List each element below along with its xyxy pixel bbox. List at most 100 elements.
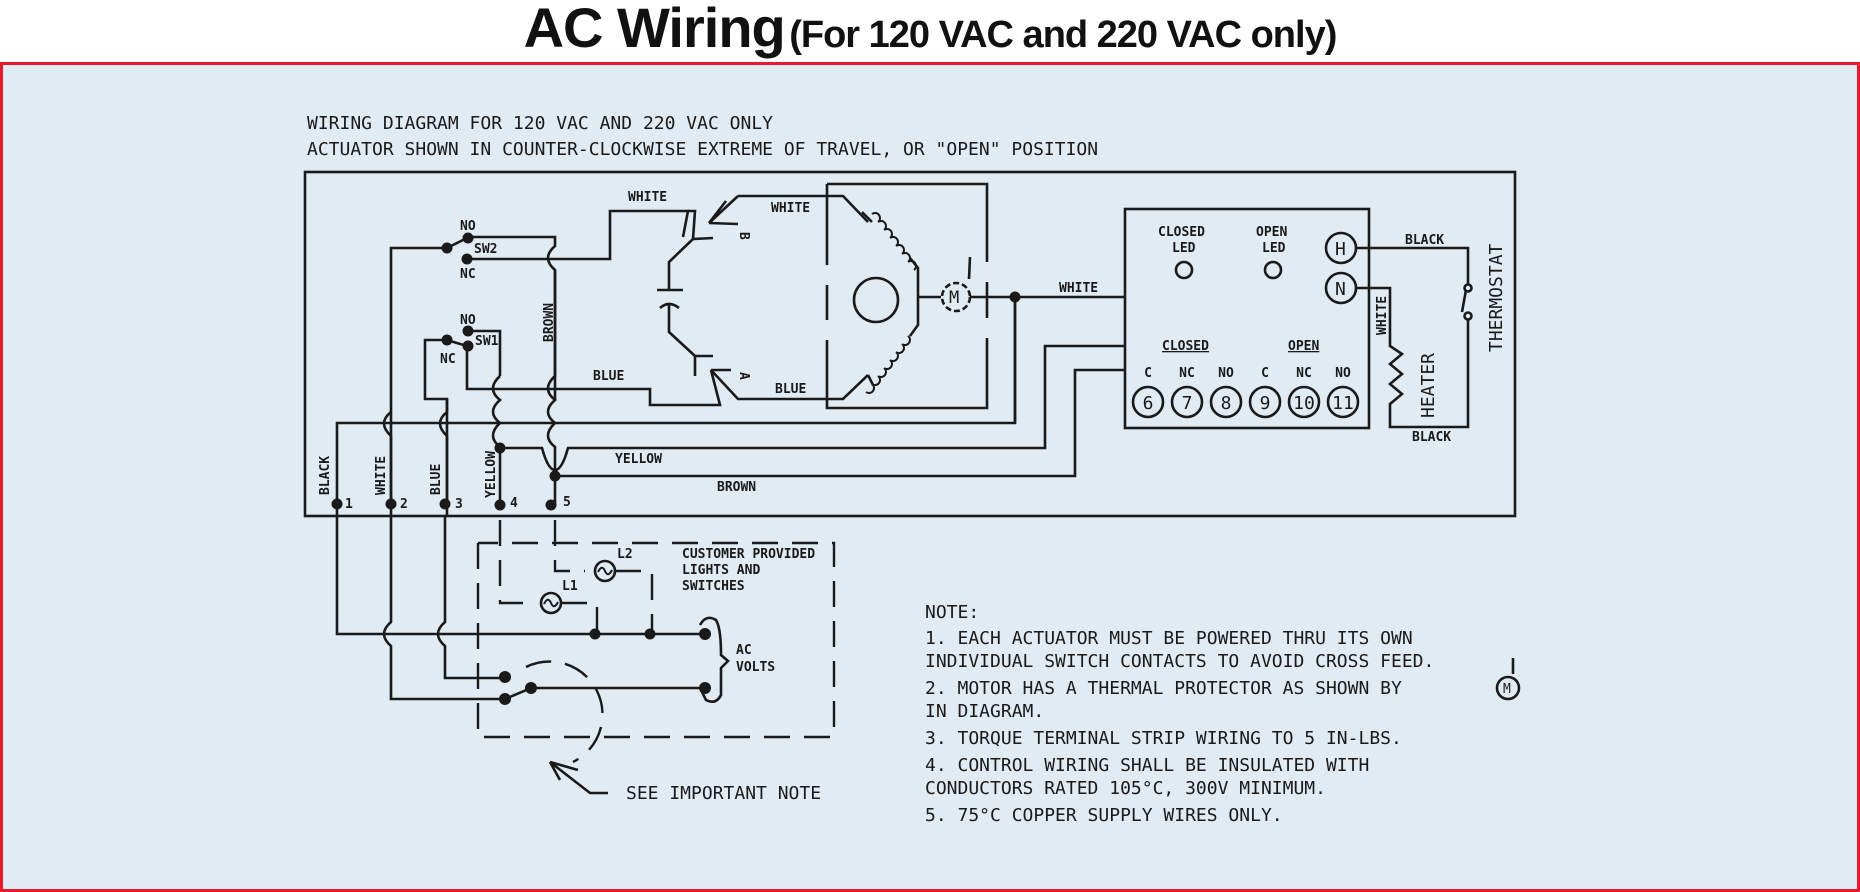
heater-circuit: BLACK BLACK WHITE HEATER THERMOSTAT — [1356, 233, 1507, 445]
contact-terminal-number: 6 — [1143, 393, 1154, 414]
motor: M WHITE — [825, 182, 1125, 423]
motor-rotor — [852, 276, 900, 324]
h-terminal-label: H — [1335, 239, 1346, 260]
motor-winding-upper — [861, 211, 920, 297]
closed-led-label-2: LED — [1172, 241, 1196, 256]
terminal-1-wire: BLACK — [318, 456, 333, 495]
heater-resistor-icon — [1356, 286, 1405, 416]
terminal-2-dot[interactable] — [385, 498, 397, 510]
page-title: AC Wiring (For 120 VAC and 220 VAC only) — [0, 0, 1860, 62]
note-line-8: 5. 75°C COPPER SUPPLY WIRES ONLY. — [925, 805, 1283, 826]
ac-volts-label-2: VOLTS — [736, 660, 775, 675]
note-motor-symbol-icon — [1495, 675, 1521, 701]
terminal-3-wire: BLUE — [429, 464, 444, 495]
thermostat-label: THERMOSTAT — [1486, 243, 1507, 352]
sw2-no-label: NO — [460, 219, 476, 234]
contact-type-label: NC — [1296, 366, 1312, 381]
note-line-6: 4. CONTROL WIRING SHALL BE INSULATED WIT… — [925, 755, 1369, 776]
contact-type-label: C — [1144, 366, 1152, 381]
contact-terminal-icon[interactable] — [1326, 385, 1360, 419]
wire-label-yellow: YELLOW — [615, 452, 662, 467]
light-l1-label: L1 — [562, 579, 578, 594]
light-l2-label: L2 — [617, 547, 633, 562]
contact-terminal-number: 11 — [1332, 393, 1354, 414]
title-subtitle: (For 120 VAC and 220 VAC only) — [789, 14, 1337, 56]
header-line-1: WIRING DIAGRAM FOR 120 VAC AND 220 VAC O… — [307, 113, 773, 134]
terminal-4-number: 4 — [510, 496, 518, 511]
contact-terminal-number: 7 — [1182, 393, 1193, 414]
contact-terminal-number: 10 — [1293, 393, 1315, 414]
contact-terminal-icon[interactable] — [1209, 385, 1243, 419]
sw1-no-label: NO — [460, 313, 476, 328]
closed-group-label: CLOSED — [1162, 339, 1209, 354]
terminal-1-number: 1 — [345, 497, 353, 512]
ac-volts-brace — [698, 616, 730, 703]
note-line-5: 3. TORQUE TERMINAL STRIP WIRING TO 5 IN-… — [925, 728, 1402, 749]
terminal-4-wire: YELLOW — [484, 451, 499, 498]
contact-terminal-icon[interactable] — [1170, 385, 1204, 419]
sw2-name-label: SW2 — [474, 242, 497, 257]
terminal-b-label: B — [736, 232, 751, 240]
contact-terminal-icon[interactable] — [1248, 385, 1282, 419]
closed-led-icon — [1174, 260, 1194, 280]
switch-sw1: NO SW1 NC — [423, 313, 700, 516]
notes-heading: NOTE: — [925, 602, 979, 623]
open-led-label-1: OPEN — [1256, 225, 1287, 240]
terminal-strip: 1 2 3 4 5 BLACK WHITE BLUE YELLOW — [318, 451, 571, 512]
sw1-nc-label: NC — [440, 352, 456, 367]
wire-label-brown-vertical: BROWN — [542, 303, 557, 342]
wire-label-black-heater-bottom: BLACK — [1412, 430, 1451, 445]
motor-symbol-label: M — [949, 288, 959, 308]
ac-volts-label-1: AC — [736, 643, 752, 658]
terminal-3-dot[interactable] — [439, 498, 451, 510]
terminal-1-dot[interactable] — [331, 498, 343, 510]
important-note-circle — [525, 660, 604, 764]
control-board: CLOSED LED OPEN LED H N CLOSED OPEN C 6 NC… — [1123, 207, 1371, 430]
wire-label-blue-left: BLUE — [593, 369, 624, 384]
contact-terminal-number: 8 — [1221, 393, 1232, 414]
terminal-2-wire: WHITE — [374, 456, 389, 495]
notes-block: NOTE: 1. EACH ACTUATOR MUST BE POWERED T… — [925, 602, 1521, 826]
terminal-5-number: 5 — [563, 495, 571, 510]
note-line-7: CONDUCTORS RATED 105°C, 300V MINIMUM. — [925, 778, 1326, 799]
terminal-4-dot[interactable] — [494, 499, 506, 511]
terminal-2-number: 2 — [400, 497, 408, 512]
open-led-icon — [1263, 260, 1283, 280]
contact-type-label: NO — [1335, 366, 1351, 381]
heater-label: HEATER — [1418, 353, 1439, 418]
customer-box — [476, 541, 836, 739]
note-line-2: INDIVIDUAL SWITCH CONTACTS TO AVOID CROS… — [925, 651, 1434, 672]
header-line-2: ACTUATOR SHOWN IN COUNTER-CLOCKWISE EXTR… — [307, 139, 1098, 160]
contact-terminal-icon[interactable] — [1287, 385, 1321, 419]
customer-wiring: AC VOLTS L1 L2 CUSTOMER PROVIDED LIGHTS … — [335, 516, 836, 804]
wire-label-blue-a: BLUE — [775, 382, 806, 397]
customer-label-2: LIGHTS AND — [682, 563, 760, 578]
contact-type-label: C — [1261, 366, 1269, 381]
wire-label-brown: BROWN — [717, 480, 756, 495]
sw2-nc-label: NC — [460, 267, 476, 282]
wire-label-black-heater-top: BLACK — [1405, 233, 1444, 248]
note-motor-symbol: M — [1503, 682, 1511, 697]
closed-led-label-1: CLOSED — [1158, 225, 1205, 240]
terminal-a-label: A — [736, 372, 751, 380]
note-line-1: 1. EACH ACTUATOR MUST BE POWERED THRU IT… — [925, 628, 1413, 649]
customer-label-3: SWITCHES — [682, 579, 745, 594]
open-led-label-2: LED — [1262, 241, 1286, 256]
sw1-name-label: SW1 — [475, 334, 499, 349]
wire-label-white-heater: WHITE — [1375, 296, 1390, 335]
title-main: AC Wiring — [523, 0, 786, 59]
see-important-note: SEE IMPORTANT NOTE — [626, 783, 821, 804]
contact-terminal-number: 9 — [1260, 393, 1271, 414]
motor-winding-lower — [865, 297, 920, 394]
note-line-3: 2. MOTOR HAS A THERMAL PROTECTOR AS SHOW… — [925, 678, 1402, 699]
contact-terminal-icon[interactable] — [1131, 385, 1165, 419]
actuator-enclosure — [303, 170, 1517, 518]
n-terminal-label: N — [1335, 279, 1346, 300]
terminal-5-dot[interactable] — [545, 499, 557, 511]
wire-label-white-top: WHITE — [628, 190, 667, 205]
capacitor-network: WHITE WHITE B A BLUE BLUE — [593, 190, 869, 407]
open-group-label: OPEN — [1288, 339, 1319, 354]
contact-type-label: NO — [1218, 366, 1234, 381]
customer-label-1: CUSTOMER PROVIDED — [682, 547, 815, 562]
